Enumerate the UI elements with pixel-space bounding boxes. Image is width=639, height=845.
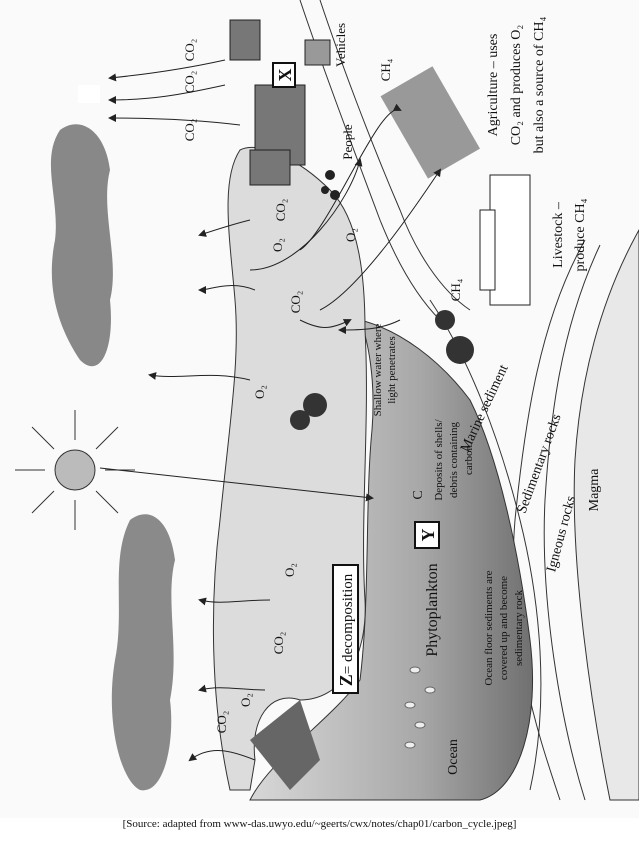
x-label: X <box>275 69 295 82</box>
sunlight-arrow <box>99 467 374 502</box>
sun-icon <box>15 410 135 530</box>
z-suffix: = decomposition <box>340 573 356 674</box>
co2-label: CO₂ <box>182 39 197 62</box>
deposits-label-line1: Deposits of shells/ <box>433 418 445 500</box>
shallow-water-label-line2: light penetrates <box>386 336 398 404</box>
phytoplankton-label: Phytoplankton <box>424 563 441 656</box>
co2-label: CO₂ <box>214 711 229 734</box>
vehicles-label: Vehicles <box>333 23 348 67</box>
diagram-canvas: Agriculture – uses CO₂ and produces O₂ b… <box>15 0 639 801</box>
livestock-label-line1: Livestock – <box>551 201 566 268</box>
co2-label: CO₂ <box>182 71 197 94</box>
ocean-label: Ocean <box>446 739 461 775</box>
source-caption: [Source: adapted from www-das.uwyo.edu/~… <box>0 818 639 845</box>
cloud-top <box>50 124 113 367</box>
magma-region <box>573 228 639 801</box>
o2-label: O₂ <box>252 385 267 399</box>
x-label-box <box>272 62 296 88</box>
agriculture-label-line3: but also a source of CH₄ <box>532 17 547 154</box>
city-buildings-icon <box>229 19 306 186</box>
river-bank <box>319 0 471 311</box>
land-region <box>212 146 367 791</box>
livestock-label-line2: produce CH₄ <box>573 198 588 271</box>
c-label: C <box>411 490 426 499</box>
ocean-floor-label-line3: sedimentary rock <box>513 589 525 666</box>
co2-label: CO₂ <box>288 291 303 314</box>
vehicles-icon <box>304 39 331 66</box>
cloud-highlight <box>78 85 100 103</box>
magma-label: Magma <box>587 468 602 512</box>
z-label-box <box>332 564 359 694</box>
ocean-region <box>249 319 533 801</box>
o2-label: O₂ <box>343 228 358 242</box>
fish-icon <box>404 666 436 749</box>
y-label: Y <box>418 529 438 542</box>
co2-label: CO₂ <box>271 632 286 655</box>
agriculture-label-line2: CO₂ and produces O₂ <box>509 25 524 146</box>
people-label: People <box>340 124 355 160</box>
z-letter: Z <box>336 674 356 686</box>
ch4-label-livestock: CH₄ <box>448 278 463 301</box>
shallow-water-label-line1: Shallow water where <box>372 323 384 416</box>
ocean-floor-label-line1: Ocean floor sediments are <box>483 570 495 685</box>
co2-label: CO₂ <box>182 119 197 142</box>
sedimentary-rocks-label: Sedimentary rocks <box>515 412 565 515</box>
co2-label: CO₂ <box>273 199 288 222</box>
deposits-label-line2: debris containing <box>448 421 460 498</box>
igneous-rocks-label: Igneous rocks <box>544 494 579 573</box>
agriculture-field-icon <box>380 66 480 179</box>
cloud-bottom <box>111 514 175 791</box>
deposits-label-line3: carbon <box>463 445 475 475</box>
y-label-box <box>414 521 440 549</box>
o2-label: O₂ <box>282 563 297 577</box>
marine-sediment-band <box>429 299 542 791</box>
agriculture-label-line1: Agriculture – uses <box>486 34 501 137</box>
o2-label: O₂ <box>238 693 253 707</box>
gas-flow-arrows <box>108 59 442 762</box>
o2-label: O₂ <box>270 238 285 252</box>
trees-icon <box>250 310 474 790</box>
ch4-label-agriculture: CH₄ <box>378 58 393 81</box>
igneous-rock-band <box>543 244 601 801</box>
livestock-icon <box>479 174 531 306</box>
z-decomposition-label: Z= decomposition <box>336 573 356 686</box>
ocean-floor-label-line2: covered up and become <box>498 576 510 680</box>
